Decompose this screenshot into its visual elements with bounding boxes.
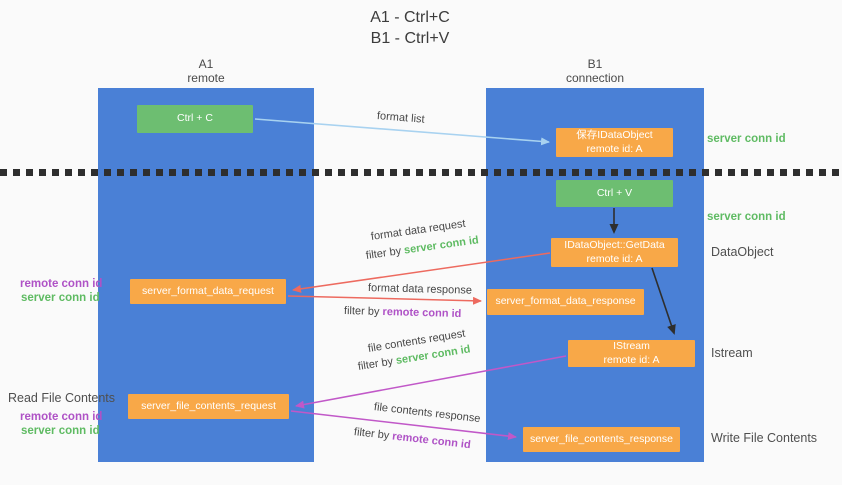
arrow-file-contents-response	[290, 410, 517, 441]
node-getdata-line1: IDataObject::GetData	[564, 238, 665, 251]
annotation-remote-conn-id-left1: remote conn id	[20, 278, 103, 290]
annotation-remote-conn-id-left2: remote conn id	[20, 411, 103, 423]
arrow-getdata-to-istream	[651, 267, 676, 335]
node-istream-line1: IStream	[613, 339, 650, 352]
node-getdata-line2: remote id: A	[586, 252, 643, 265]
filter-by-text: filter by	[343, 305, 383, 319]
title-line-a1: A1 - Ctrl+C	[370, 9, 450, 26]
node-ctrl-c-label: Ctrl + C	[177, 112, 213, 125]
annotation-dataobject: DataObject	[711, 245, 774, 259]
node-istream: IStream remote id: A	[568, 340, 695, 367]
node-ctrl-v-label: Ctrl + V	[596, 186, 633, 199]
node-file-request: server_file_contents_request	[128, 394, 289, 419]
node-format-response: server_format_data_response	[487, 289, 644, 315]
annotation-server-conn-id-left2: server conn id	[21, 425, 100, 437]
annotation-server-conn-id-top: server conn id	[707, 133, 786, 145]
arrow-format-data-response	[287, 295, 482, 305]
node-file-response: server_file_contents_response	[523, 427, 680, 452]
node-ctrl-c: Ctrl + C	[137, 105, 253, 133]
node-file-response-label: server_file_contents_response	[529, 432, 673, 445]
node-format-request: server_format_data_request	[130, 279, 286, 304]
node-format-request-label: server_format_data_request	[142, 284, 274, 297]
node-file-request-label: server_file_contents_request	[141, 399, 276, 412]
diagram-title: A1 - Ctrl+C B1 - Ctrl+V	[0, 8, 820, 50]
title-line-b1: B1 - Ctrl+V	[370, 29, 450, 47]
column-header-b1: B1 connection	[486, 57, 704, 85]
node-getdata: IDataObject::GetData remote id: A	[551, 238, 678, 267]
remote-conn-id-highlight: remote conn id	[382, 306, 462, 321]
arrow-format-list	[254, 118, 550, 146]
annotation-server-conn-id-mid: server conn id	[707, 211, 786, 223]
annotation-read-file-contents: Read File Contents	[8, 391, 116, 405]
column-a1-name: A1	[198, 57, 214, 71]
node-format-response-label: server_format_data_response	[495, 295, 636, 308]
column-b1-subtitle: connection	[565, 71, 625, 86]
node-save-idataobject: 保存IDataObject remote id: A	[556, 128, 673, 157]
node-istream-line2: remote id: A	[603, 353, 660, 366]
annotation-istream: Istream	[711, 346, 753, 360]
arrow-file-contents-request	[295, 355, 567, 409]
column-b1-name: B1	[587, 57, 603, 71]
node-save-idataobject-line2: remote id: A	[586, 142, 643, 155]
annotation-write-file-contents: Write File Contents	[711, 431, 818, 445]
column-a1-subtitle: remote	[187, 71, 225, 86]
node-ctrl-v: Ctrl + V	[556, 180, 673, 207]
arrow-format-data-request	[292, 252, 551, 293]
machine-boundary-divider	[0, 169, 842, 176]
column-header-a1: A1 remote	[98, 57, 314, 85]
annotation-server-conn-id-left1: server conn id	[21, 292, 100, 304]
node-save-idataobject-line1: 保存IDataObject	[576, 128, 653, 141]
